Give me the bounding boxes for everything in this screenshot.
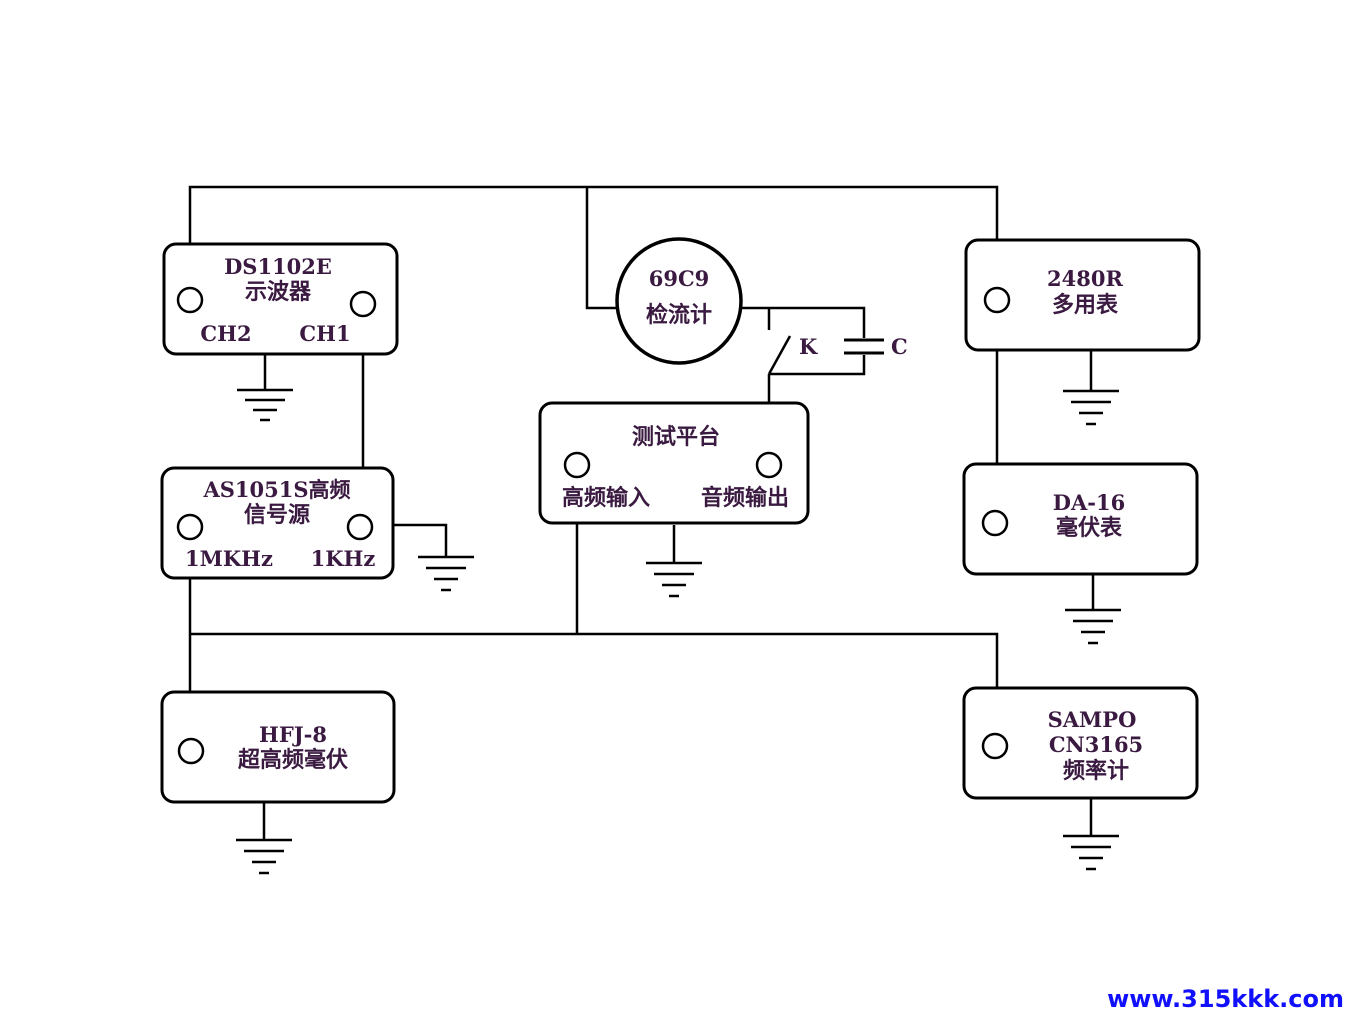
wire-1khz-ground — [393, 523, 448, 557]
ground-symbol — [1063, 351, 1119, 426]
wire-galvanometer-right — [740, 306, 866, 340]
galvanometer-model: 69C9 — [649, 266, 710, 291]
ground-symbols — [236, 351, 1121, 875]
ground-symbol — [418, 555, 474, 592]
uhf-millivoltmeter-model: HFJ-8 — [259, 722, 327, 747]
test-platform-hf-input-terminal[interactable] — [563, 451, 591, 479]
test-platform-hf-input-label: 高频输入 — [562, 485, 650, 511]
multimeter-name: 多用表 — [1052, 292, 1119, 318]
ground-symbol — [237, 355, 293, 422]
test-platform-af-output-terminal[interactable] — [755, 451, 783, 479]
oscilloscope-ch1-terminal[interactable] — [349, 290, 377, 318]
signal-generator-hf-terminal[interactable] — [176, 513, 204, 541]
millivoltmeter-model: DA-16 — [1053, 490, 1125, 515]
multimeter-terminal[interactable] — [983, 286, 1011, 314]
multimeter-box: 2480R 多用表 — [964, 238, 1201, 352]
signal-generator-hf-label: 1MKHz — [185, 546, 273, 571]
millivoltmeter-box: DA-16 毫伏表 — [962, 462, 1199, 576]
frequency-counter-model: CN3165 — [1049, 732, 1143, 757]
frequency-counter-terminal[interactable] — [981, 732, 1009, 760]
test-platform-box: 测试平台 高频输入 音频输出 — [538, 401, 810, 525]
uhf-millivoltmeter-terminal[interactable] — [177, 737, 205, 765]
millivoltmeter-terminal[interactable] — [981, 509, 1009, 537]
oscilloscope-box: DS1102E 示波器 CH2 CH1 — [162, 242, 399, 356]
wire-loop-bottom — [769, 353, 866, 376]
uhf-millivoltmeter-box: HFJ-8 超高频毫伏 — [160, 690, 396, 804]
frequency-counter-brand: SAMPO — [1048, 707, 1137, 732]
oscilloscope-name: 示波器 — [245, 280, 312, 305]
ground-symbol — [236, 803, 292, 875]
uhf-millivoltmeter-name: 超高频毫伏 — [238, 747, 348, 773]
watermark-url: www.315kkk.com — [1107, 985, 1344, 1013]
frequency-counter-box: SAMPO CN3165 频率计 — [962, 686, 1199, 800]
ground-symbol — [646, 525, 702, 598]
signal-generator-name: 信号源 — [244, 502, 310, 528]
signal-generator-model: AS1051S高频 — [202, 477, 350, 502]
ground-symbol — [1065, 575, 1121, 645]
test-platform-af-output-label: 音频输出 — [701, 485, 789, 511]
oscilloscope-ch2-label: CH2 — [200, 321, 251, 346]
oscilloscope-ch2-terminal[interactable] — [176, 286, 204, 314]
galvanometer: 69C9 检流计 — [615, 237, 743, 365]
signal-generator-box: AS1051S高频 信号源 1MKHz 1KHz — [160, 466, 395, 580]
galvanometer-name: 检流计 — [646, 302, 712, 328]
millivoltmeter-name: 毫伏表 — [1056, 515, 1123, 541]
ground-symbol — [1063, 799, 1119, 871]
switch-label: K — [799, 334, 818, 359]
multimeter-model: 2480R — [1047, 266, 1123, 291]
switch-blade — [767, 335, 792, 375]
capacitor-symbol — [842, 338, 886, 355]
signal-generator-af-label: 1KHz — [311, 546, 376, 571]
oscilloscope-model: DS1102E — [224, 254, 332, 279]
oscilloscope-ch1-label: CH1 — [299, 321, 350, 346]
frequency-counter-name: 频率计 — [1063, 758, 1129, 784]
test-platform-name: 测试平台 — [632, 424, 720, 450]
signal-generator-af-terminal[interactable] — [346, 513, 374, 541]
wire-bus-to-galvanometer — [585, 187, 617, 310]
capacitor-label: C — [891, 334, 908, 359]
